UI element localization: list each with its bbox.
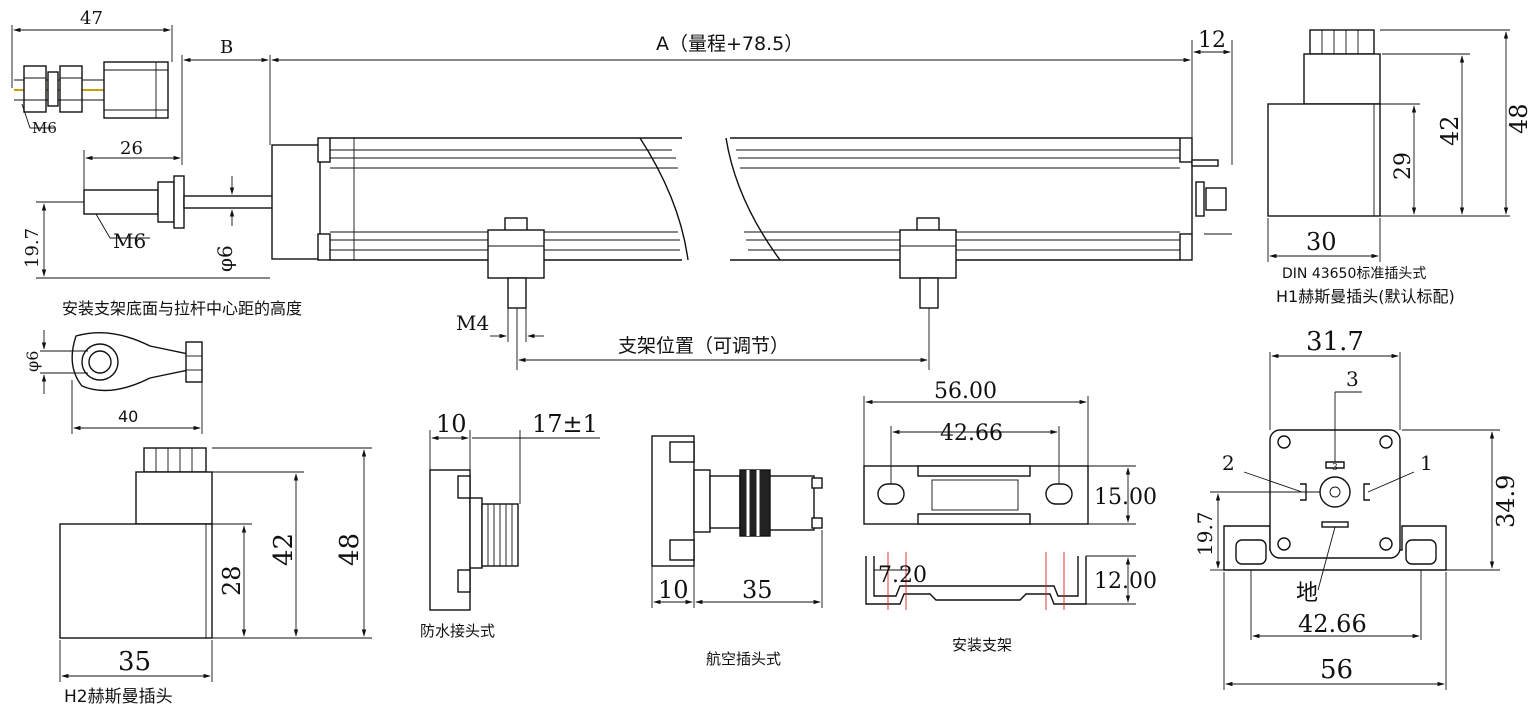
conn-dim-34-9: 34.9 [1492,475,1520,528]
h1-caption-din: DIN 43650标准插头式 [1282,266,1426,282]
ground-label: 地 [1296,581,1318,606]
conn-dim-56: 56 [1320,655,1353,685]
pin-3-label: 3 [1346,367,1359,391]
bracket-dim-7-2: 7.20 [878,563,927,588]
h2-connector-view: 48 42 28 35 H2赫斯曼插头 [59,447,372,707]
label-bracket-position: 支架位置（可调节） [618,335,789,357]
h1-dim-48: 48 [1505,103,1531,134]
dim-26: 26 [120,138,143,159]
pull-rod [50,175,275,229]
pin-3-small-label: 3 [1332,463,1338,473]
bracket-dim-42-66: 42.66 [940,421,1003,446]
bracket-clamp-right [899,217,957,370]
h2-dim-35: 35 [118,647,151,677]
conn-dim-42-66: 42.66 [1298,610,1367,638]
aviation-caption: 航空插头式 [706,650,781,668]
main-sensor-view: 47 M6 B A（量程+78.5） 12 26 M6 [11,8,1233,370]
h1-caption: H1赫斯曼插头(默认标配) [1276,287,1455,306]
waterproof-connector-view: 10 17±1 防水接头式 [420,410,600,640]
h2-dim-48: 48 [335,533,365,566]
h2-dim-42: 42 [269,533,299,566]
bracket-dim-12: 12.00 [1094,569,1157,594]
h1-dim-29: 29 [1391,152,1416,180]
label-m4: M4 [456,311,489,335]
label-m6-nut: M6 [32,119,57,137]
mounting-bracket-view: 56.00 42.66 15.00 12.00 7.20 安装支架 [863,379,1157,654]
h1-dim-42: 42 [1436,115,1464,146]
aviation-dim-35: 35 [742,576,773,604]
bracket-dim-56: 56.00 [934,379,997,404]
h1-dim-30: 30 [1306,228,1337,256]
waterproof-dim-17: 17±1 [532,410,598,438]
eye-dim-40: 40 [118,407,138,426]
waterproof-caption: 防水接头式 [420,622,495,640]
waterproof-dim-10: 10 [436,410,467,438]
aviation-connector-view: 10 35 航空插头式 [651,435,823,668]
h2-dim-28: 28 [218,565,246,596]
dim-47: 47 [80,8,103,29]
conn-dim-31-7: 31.7 [1306,327,1364,357]
note-bracket-height: 安装支架底面与拉杆中心距的高度 [62,299,302,318]
rod-eye-view: φ6 40 [23,330,203,434]
bracket-caption: 安装支架 [952,636,1012,654]
bracket-dim-15: 15.00 [1094,485,1157,510]
h1-connector-view: 48 42 29 30 DIN 43650标准插头式 H1赫斯曼插头(默认标配) [1267,29,1531,306]
bracket-clamp-left [487,217,545,370]
pin-1-label: 1 [1420,451,1433,475]
dim-phi6: φ6 [213,245,237,272]
conn-dim-19-7: 19.7 [1193,511,1217,556]
dim-a: A（量程+78.5） [656,33,803,55]
dim-12: 12 [1198,28,1226,53]
connector-front-view: 3 31.7 3 2 1 19.7 34.9 地 42.66 56 [1193,327,1520,690]
rod-end-nut-assembly [14,61,169,119]
sensor-housing [271,137,1232,261]
aviation-dim-10: 10 [658,576,689,604]
h2-caption: H2赫斯曼插头 [64,687,173,707]
dim-19-7: 19.7 [22,228,43,268]
label-m6-rod: M6 [113,229,146,253]
dim-b: B [220,37,233,58]
pin-2-label: 2 [1222,451,1235,475]
eye-dim-phi6: φ6 [23,351,42,372]
